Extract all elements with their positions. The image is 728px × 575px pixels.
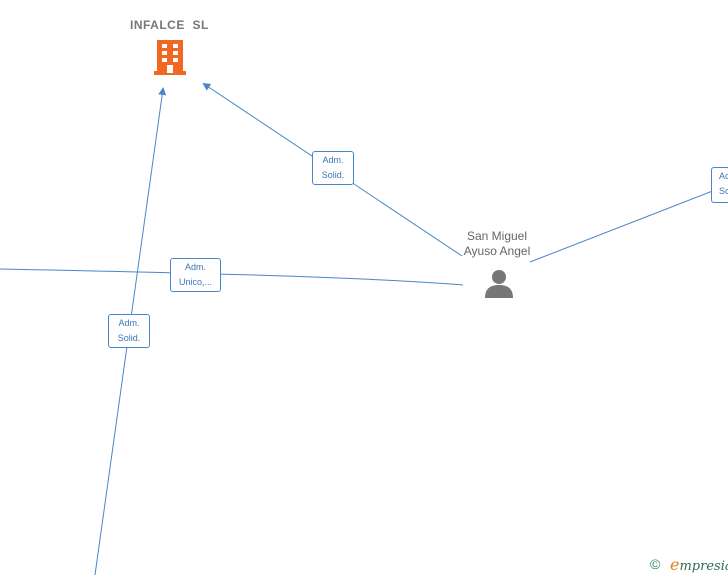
company-name[interactable]: INFALCE SL bbox=[130, 18, 209, 32]
person-icon[interactable] bbox=[484, 269, 514, 299]
building-icon[interactable] bbox=[154, 40, 186, 75]
edge-label-adm-solid-left[interactable]: Adm. Solid. bbox=[108, 314, 150, 348]
footer-brand: © empresia bbox=[638, 553, 728, 575]
edge-label-adm-solid-top[interactable]: Adm. Solid. bbox=[312, 151, 354, 185]
edge-line-adm-right bbox=[529, 184, 728, 263]
edge-line-adm-unico bbox=[0, 268, 464, 286]
person-name-line2: Ayuso Angel bbox=[463, 244, 531, 258]
edge-label-adm-unico[interactable]: Adm. Unico,... bbox=[170, 258, 221, 292]
copyright-symbol: © bbox=[650, 556, 661, 572]
brand-logo: empresia bbox=[670, 555, 728, 574]
edge-label-adm-right[interactable]: Ac So bbox=[711, 167, 728, 203]
person-name[interactable]: San Miguel Ayuso Angel bbox=[437, 229, 557, 259]
person-name-line1: San Miguel bbox=[466, 229, 528, 243]
